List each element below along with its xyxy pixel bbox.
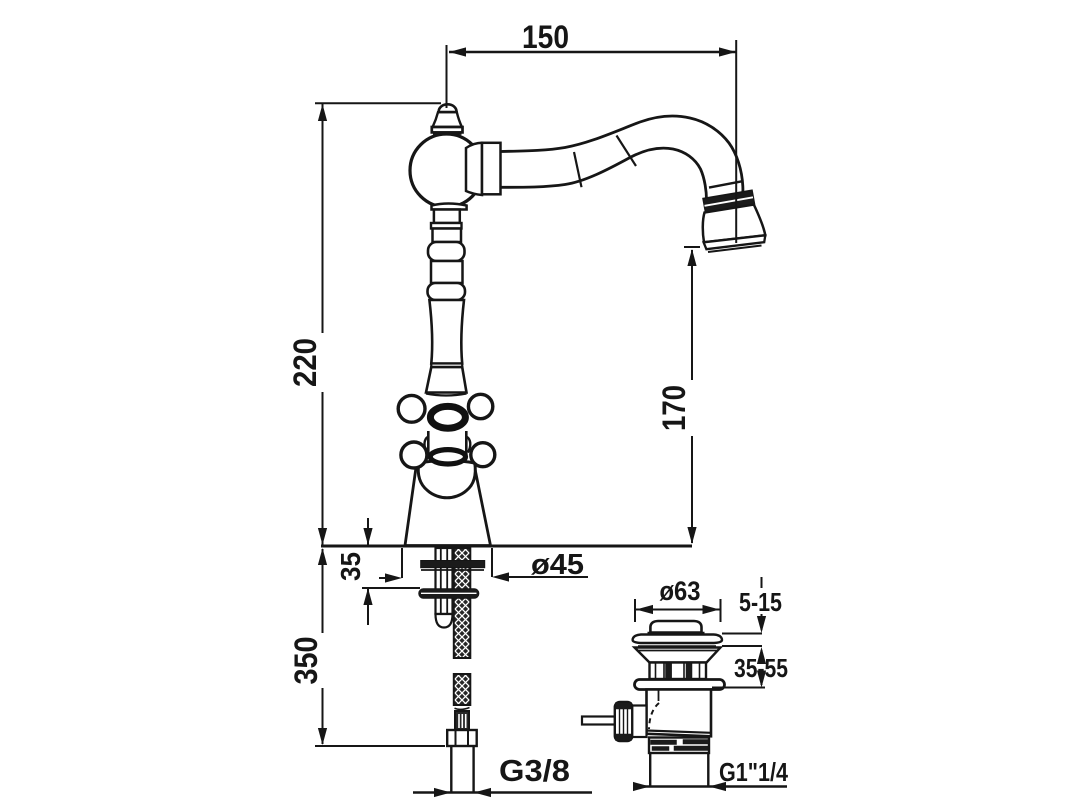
svg-text:ø45: ø45: [531, 549, 584, 581]
svg-text:ø63: ø63: [660, 576, 701, 606]
svg-text:G1"1/4: G1"1/4: [719, 757, 788, 787]
svg-text:350: 350: [288, 637, 324, 685]
svg-text:35-55: 35-55: [734, 653, 788, 683]
svg-text:170: 170: [656, 385, 692, 431]
svg-text:150: 150: [522, 19, 569, 55]
svg-text:G3/8: G3/8: [499, 753, 570, 788]
svg-text:220: 220: [287, 338, 323, 387]
svg-text:5-15: 5-15: [739, 587, 782, 617]
svg-text:35: 35: [335, 552, 366, 581]
